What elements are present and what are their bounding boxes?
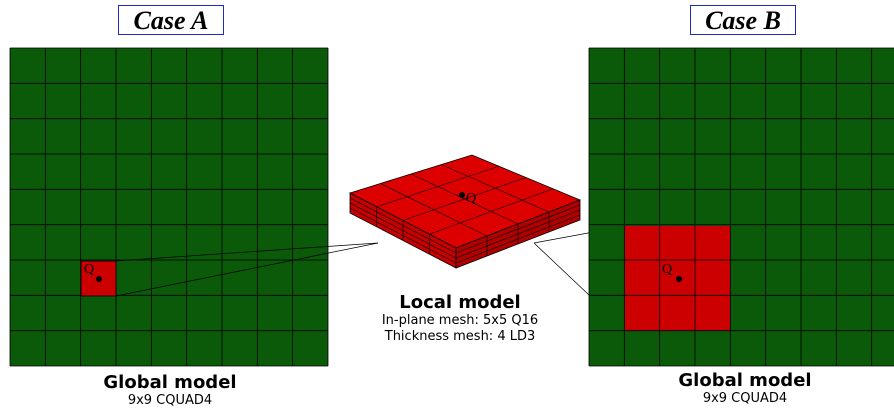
- point-q-label-case-b: Q: [662, 262, 672, 277]
- global-mesh-a-grid: [9, 47, 329, 367]
- global-mesh-a-fill: [10, 48, 328, 366]
- point-q-label-local: Q: [466, 191, 476, 206]
- point-q-case-a: [96, 276, 102, 282]
- global-model-sub-b: 9x9 CQUAD4: [702, 391, 788, 406]
- global-model-title-a: Global model: [103, 372, 237, 393]
- global-mesh-case-b: Q: [588, 47, 894, 367]
- case-b-title: Case B: [690, 5, 796, 35]
- local-model-title: Local model: [399, 292, 521, 313]
- global-mesh-b-grid: [588, 47, 894, 367]
- plate-top-face: [348, 154, 582, 249]
- point-q-local: [459, 192, 465, 198]
- local-model-line1: In-plane mesh: 5x5 Q16: [381, 313, 539, 328]
- global-model-title-b: Global model: [678, 370, 812, 391]
- case-a-title: Case A: [118, 5, 224, 35]
- plate-mesh-line: [429, 188, 554, 235]
- local-model-plate: Q: [348, 154, 582, 269]
- point-q-case-b: [676, 276, 682, 282]
- zoom-lines-case-a: [115, 242, 379, 297]
- point-q-label-case-a: Q: [84, 262, 94, 277]
- global-model-caption-a: Global model 9x9 CQUAD4: [70, 373, 270, 409]
- zoom-line-a-bottom: [115, 242, 379, 297]
- local-model-line2: Thickness mesh: 4 LD3: [384, 329, 536, 344]
- global-model-caption-b: Global model 9x9 CQUAD4: [645, 371, 845, 407]
- local-model-caption: Local model In-plane mesh: 5x5 Q16 Thick…: [350, 293, 570, 345]
- global-mesh-case-a: Q: [9, 47, 329, 367]
- plate-mesh-line: [402, 177, 527, 221]
- plate-mesh-line: [441, 164, 550, 213]
- global-model-sub-a: 9x9 CQUAD4: [127, 393, 213, 408]
- zoom-line-a-top: [115, 242, 379, 262]
- plate-mesh-lines: [349, 164, 581, 264]
